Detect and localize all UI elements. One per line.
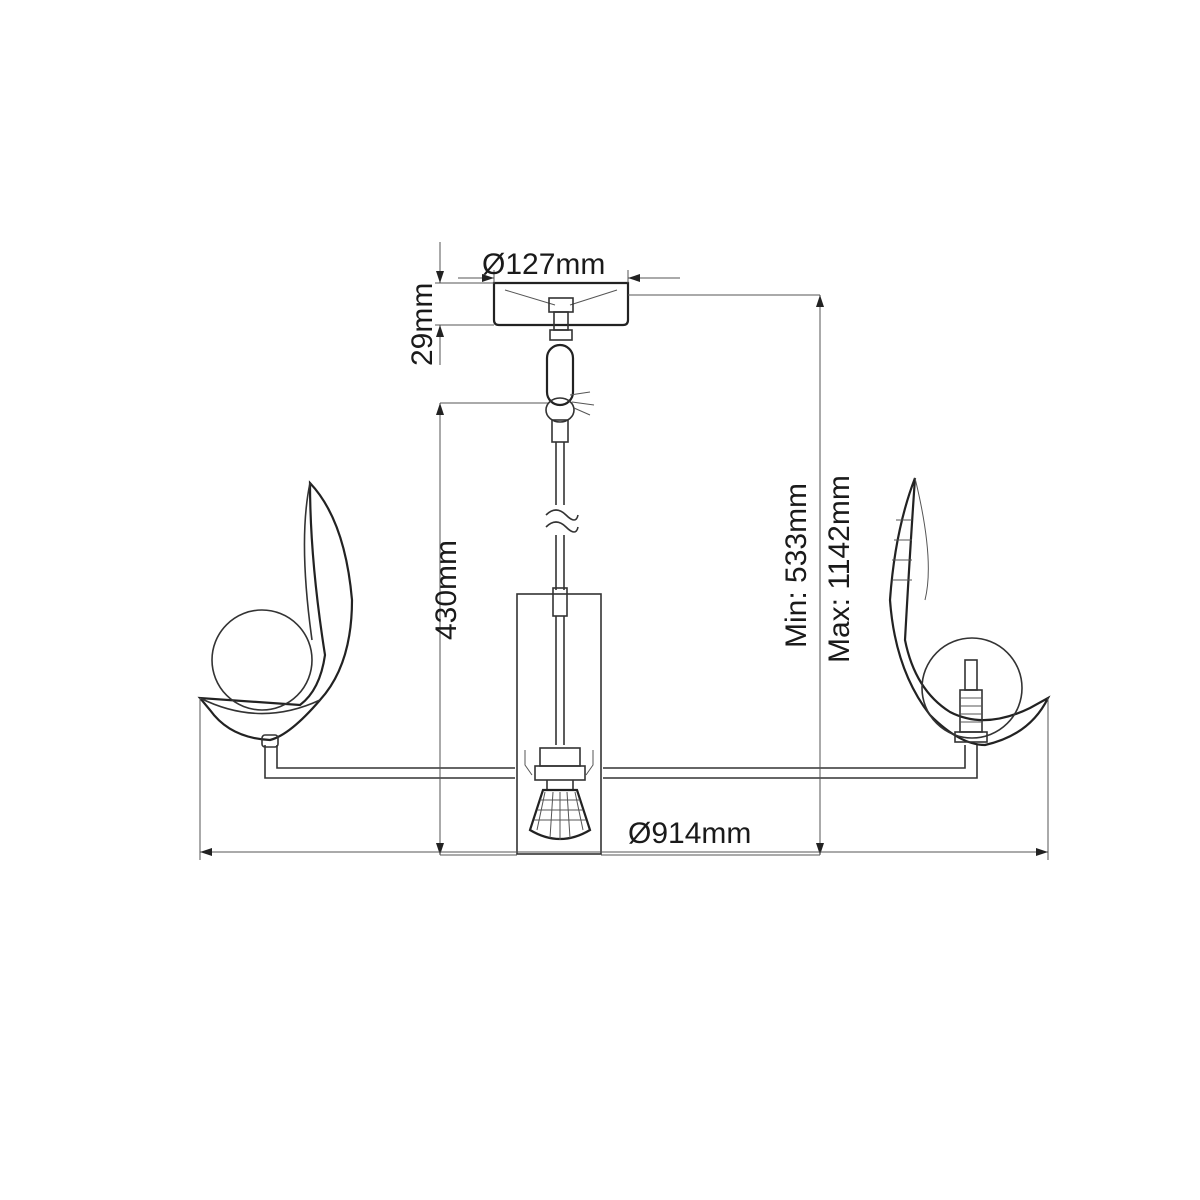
overall-max-label: Max: 1142mm <box>823 475 856 663</box>
dimension-lines <box>199 242 1049 860</box>
body-height-label: 430mm <box>430 540 463 640</box>
canopy-diameter-label: Ø127mm <box>482 248 605 281</box>
ceiling-canopy <box>492 281 630 341</box>
canopy-height-label: 29mm <box>406 283 439 366</box>
central-column <box>516 593 602 855</box>
suspension-chain <box>545 343 595 745</box>
left-glass-shade <box>197 480 354 748</box>
overall-diameter-label: Ø914mm <box>628 817 751 850</box>
arms <box>264 745 978 779</box>
right-glass-shade <box>888 477 1051 747</box>
overall-min-label: Min: 533mm <box>780 483 813 648</box>
